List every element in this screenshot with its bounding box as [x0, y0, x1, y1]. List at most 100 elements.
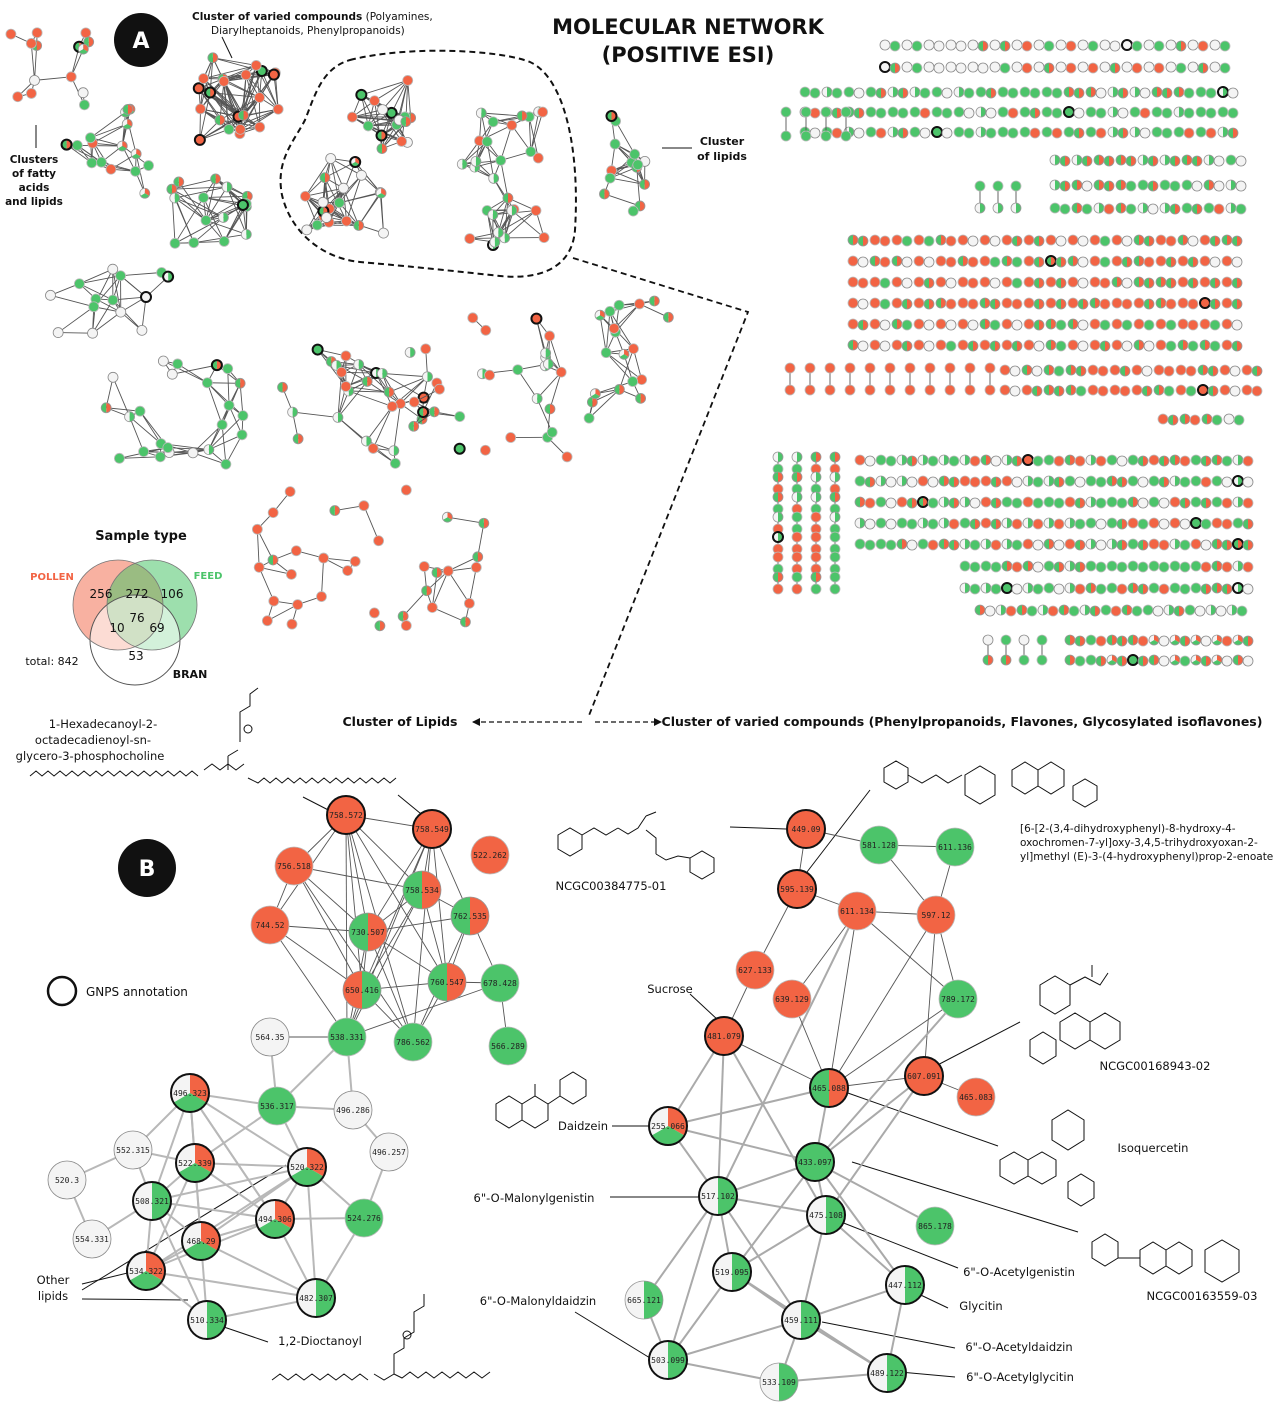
lipid-node: 482.307 [296, 1278, 336, 1318]
network-node [879, 340, 891, 352]
network-node [400, 484, 412, 496]
network-node [481, 136, 493, 148]
network-node [1111, 255, 1123, 267]
network-node [1055, 61, 1067, 73]
lipid-node-label: 566.289 [491, 1042, 525, 1051]
network-node [909, 106, 921, 118]
network-node [948, 539, 960, 551]
network-node [1095, 107, 1107, 119]
network-node [1141, 385, 1153, 397]
network-node [1242, 635, 1254, 647]
varied-node-label: 433.097 [798, 1158, 832, 1167]
network-node [1155, 234, 1167, 246]
network-node [389, 457, 401, 469]
network-node [1075, 385, 1087, 397]
network-node [853, 127, 865, 139]
network-node [1001, 496, 1013, 508]
network-node [1147, 155, 1159, 167]
network-node [234, 123, 246, 135]
network-node [1077, 235, 1089, 247]
network-node [957, 255, 969, 267]
network-node [985, 87, 997, 99]
network-node [408, 420, 420, 432]
network-node [456, 158, 468, 170]
network-node [1043, 475, 1055, 487]
network-node [1065, 40, 1077, 52]
network-node [1033, 235, 1045, 247]
network-node [1043, 40, 1055, 52]
network-node [1179, 539, 1191, 551]
network-node [1133, 276, 1145, 288]
network-node [480, 444, 491, 456]
network-node [1209, 256, 1221, 268]
lipids-line2: of lipids [697, 150, 747, 163]
network-node [1000, 654, 1012, 666]
network-node [1143, 319, 1155, 331]
network-node [1175, 384, 1187, 396]
network-node [1115, 179, 1127, 191]
network-node [1073, 87, 1085, 99]
network-node [203, 444, 215, 456]
network-node [772, 531, 784, 543]
network-node [60, 138, 73, 151]
network-node [931, 106, 943, 118]
network-node [1001, 276, 1013, 288]
lipids-annotation: Cluster of lipids [662, 135, 747, 163]
network-node [1127, 538, 1139, 550]
network-node [945, 340, 957, 352]
network-node [831, 87, 843, 99]
varied-node-label: 611.136 [938, 843, 972, 852]
network-node [911, 62, 923, 74]
varied-node: 447.112 [885, 1265, 925, 1305]
network-node [1221, 255, 1233, 267]
network-node [1165, 256, 1177, 268]
network-node [847, 234, 859, 246]
varied-compounds-annotation: Cluster of varied compounds (Polyamines, [192, 11, 433, 23]
network-node [613, 299, 625, 311]
network-node [627, 205, 639, 217]
network-node [1055, 256, 1067, 268]
network-node [52, 327, 64, 338]
network-node [475, 107, 487, 119]
network-node [969, 476, 981, 488]
network-node [955, 62, 967, 74]
network-node [820, 130, 832, 142]
network-node [948, 518, 960, 530]
network-node [544, 403, 556, 415]
network-node [105, 163, 117, 175]
network-node [1001, 560, 1013, 572]
network-node [906, 476, 918, 488]
network-node [512, 364, 524, 376]
network-node [1148, 475, 1160, 487]
network-node [772, 471, 784, 483]
fatty-line2: of fatty [12, 168, 56, 180]
venn-pollen-bran: 10 [109, 621, 124, 635]
network-node [1109, 40, 1121, 52]
network-node [1133, 318, 1145, 330]
network-node [1029, 107, 1041, 119]
network-node [1221, 234, 1233, 246]
network-node [999, 40, 1011, 52]
network-node [1074, 635, 1086, 647]
lipid-node-label: 494.306 [258, 1215, 292, 1224]
network-node [1131, 605, 1143, 617]
network-node [1157, 413, 1169, 425]
network-node [1125, 180, 1137, 192]
lipid-node-label: 678.428 [483, 979, 517, 988]
network-node [1099, 340, 1111, 352]
network-node [923, 235, 935, 247]
network-node [1185, 385, 1197, 397]
network-node [772, 511, 784, 523]
network-node [772, 571, 784, 583]
lipid-node-label: 496.323 [173, 1089, 207, 1098]
network-node [967, 319, 979, 331]
network-node [997, 106, 1009, 118]
network-node [989, 340, 1001, 352]
network-node [238, 109, 249, 121]
network-node [875, 107, 887, 119]
varied-node-label: 503.099 [651, 1356, 685, 1365]
network-node [864, 476, 876, 488]
network-node [173, 176, 185, 188]
network-node [1209, 39, 1221, 51]
network-node [460, 616, 471, 628]
